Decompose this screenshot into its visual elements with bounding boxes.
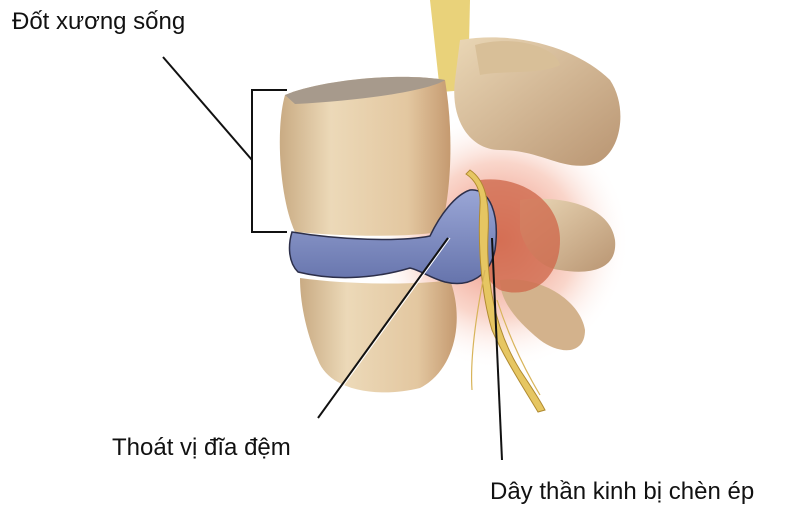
superior-process [475, 41, 560, 75]
vertebra-bracket [251, 89, 287, 233]
disc-leader-line-highlight [319, 237, 451, 419]
label-compressed-nerve: Dây thần kinh bị chèn ép [490, 478, 755, 505]
nerve-fibers [470, 269, 541, 396]
label-herniated-disc: Thoát vị đĩa đệm [112, 434, 291, 461]
vertebra-upper-top [285, 76, 445, 104]
disc-leader-line [317, 237, 449, 419]
vertebra-leader-line [162, 56, 253, 161]
compressed-nerve-root [465, 169, 546, 413]
vertebra-upper-body [279, 76, 451, 236]
inflamed-tissue [476, 179, 560, 293]
label-vertebra: Đốt xương sống [12, 8, 186, 35]
nerve-leader-line [491, 237, 503, 461]
inferior-process [500, 279, 585, 351]
